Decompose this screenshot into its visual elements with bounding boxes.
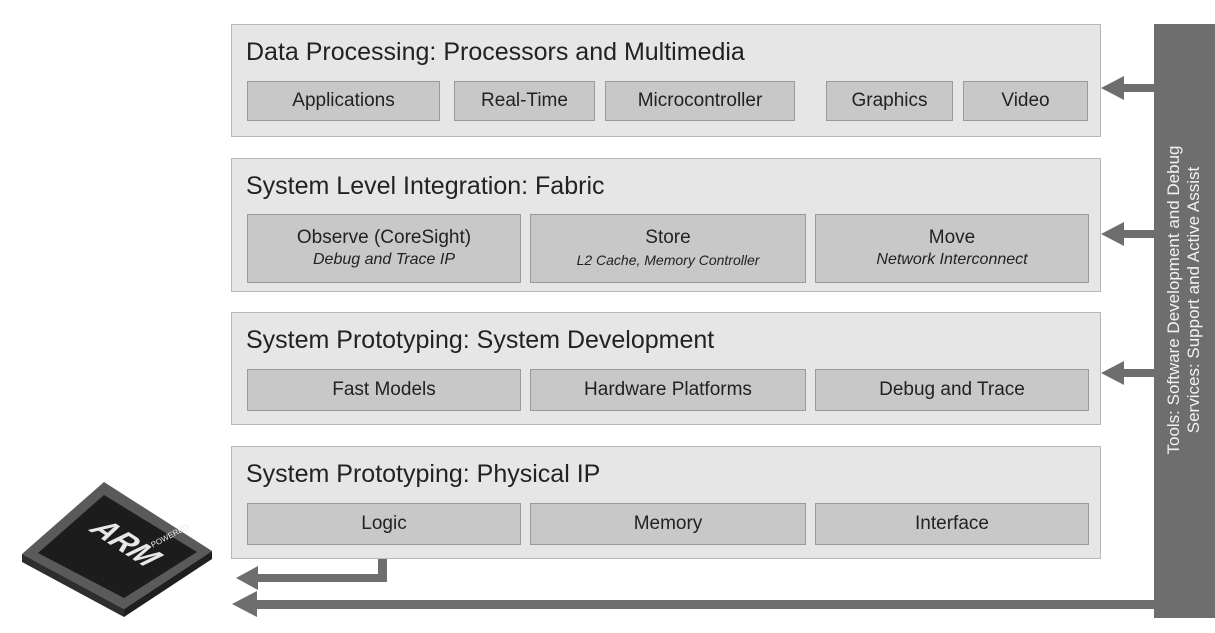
arrow-bottom-long-shaft — [255, 600, 1155, 609]
arrow-logic-shaft — [255, 574, 387, 582]
arrow-to-layer-2-shaft — [1122, 230, 1155, 238]
arrow-to-layer-1-head — [1101, 76, 1124, 100]
arm-chip-icon: ARM POWERED — [0, 0, 240, 633]
arrow-to-layer-1-shaft — [1122, 84, 1155, 92]
arrow-to-layer-2-head — [1101, 222, 1124, 246]
arrow-to-layer-3-head — [1101, 361, 1124, 385]
arrow-to-layer-3-shaft — [1122, 369, 1155, 377]
